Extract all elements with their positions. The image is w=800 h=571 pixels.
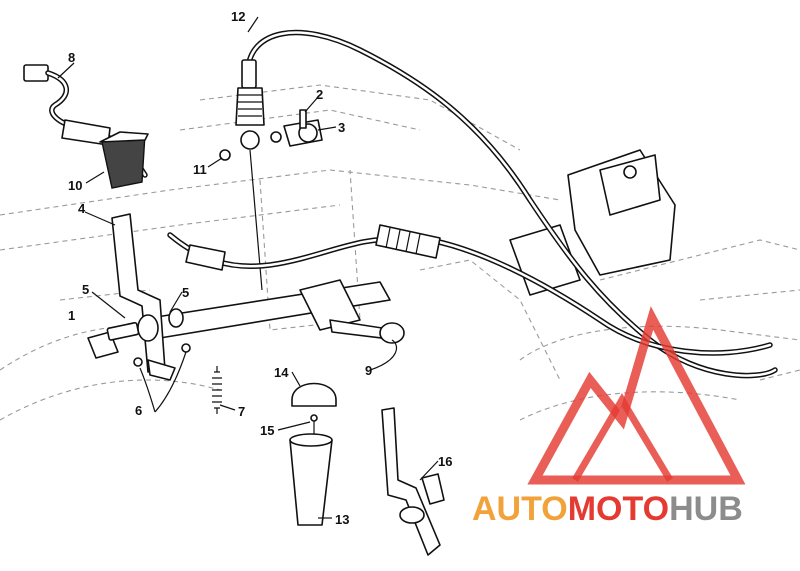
leader-lines bbox=[57, 16, 439, 519]
part-9-pin bbox=[379, 322, 405, 344]
watermark-logo: AUTOMOTOHUB bbox=[472, 306, 746, 528]
part-10-boot bbox=[99, 131, 149, 189]
callout-7: 7 bbox=[238, 404, 245, 419]
part-14-cap bbox=[291, 382, 337, 407]
watermark-text-hub: HUB bbox=[669, 490, 743, 528]
watermark-text-moto: MOTO bbox=[568, 490, 669, 528]
callout-13: 13 bbox=[335, 512, 349, 527]
part-13-grip bbox=[289, 433, 333, 526]
cable-lower bbox=[167, 224, 773, 356]
callout-15: 15 bbox=[260, 423, 274, 438]
chassis-frame bbox=[0, 84, 800, 421]
mounting-bracket bbox=[509, 149, 676, 296]
callout-10: 10 bbox=[68, 178, 82, 193]
part-4-lever bbox=[111, 213, 176, 381]
callout-5-left: 5 bbox=[82, 282, 89, 297]
callout-14: 14 bbox=[274, 365, 289, 380]
part-7-spring bbox=[212, 366, 222, 414]
callout-9: 9 bbox=[365, 363, 372, 378]
callout-8: 8 bbox=[68, 50, 75, 65]
part-16-pedal bbox=[381, 407, 445, 556]
callout-1: 1 bbox=[68, 308, 75, 323]
callout-5-right: 5 bbox=[182, 285, 189, 300]
callout-11: 11 bbox=[193, 162, 207, 177]
callout-6: 6 bbox=[135, 403, 142, 418]
callout-4: 4 bbox=[78, 201, 86, 216]
part-15-screw bbox=[310, 414, 318, 434]
callout-12: 12 bbox=[231, 9, 245, 24]
svg-text:AUTOMOTOHUB: AUTOMOTOHUB bbox=[472, 490, 743, 528]
watermark-text-auto: AUTO bbox=[472, 490, 568, 528]
part-1-bolt bbox=[87, 308, 184, 359]
callout-16: 16 bbox=[438, 454, 452, 469]
callout-3: 3 bbox=[338, 120, 345, 135]
part-2-3-11-hardware bbox=[219, 109, 323, 161]
callout-labels: 12 2 3 4 5 5 1 6 7 8 9 10 11 13 14 15 16 bbox=[68, 9, 452, 527]
callout-2: 2 bbox=[316, 87, 323, 102]
